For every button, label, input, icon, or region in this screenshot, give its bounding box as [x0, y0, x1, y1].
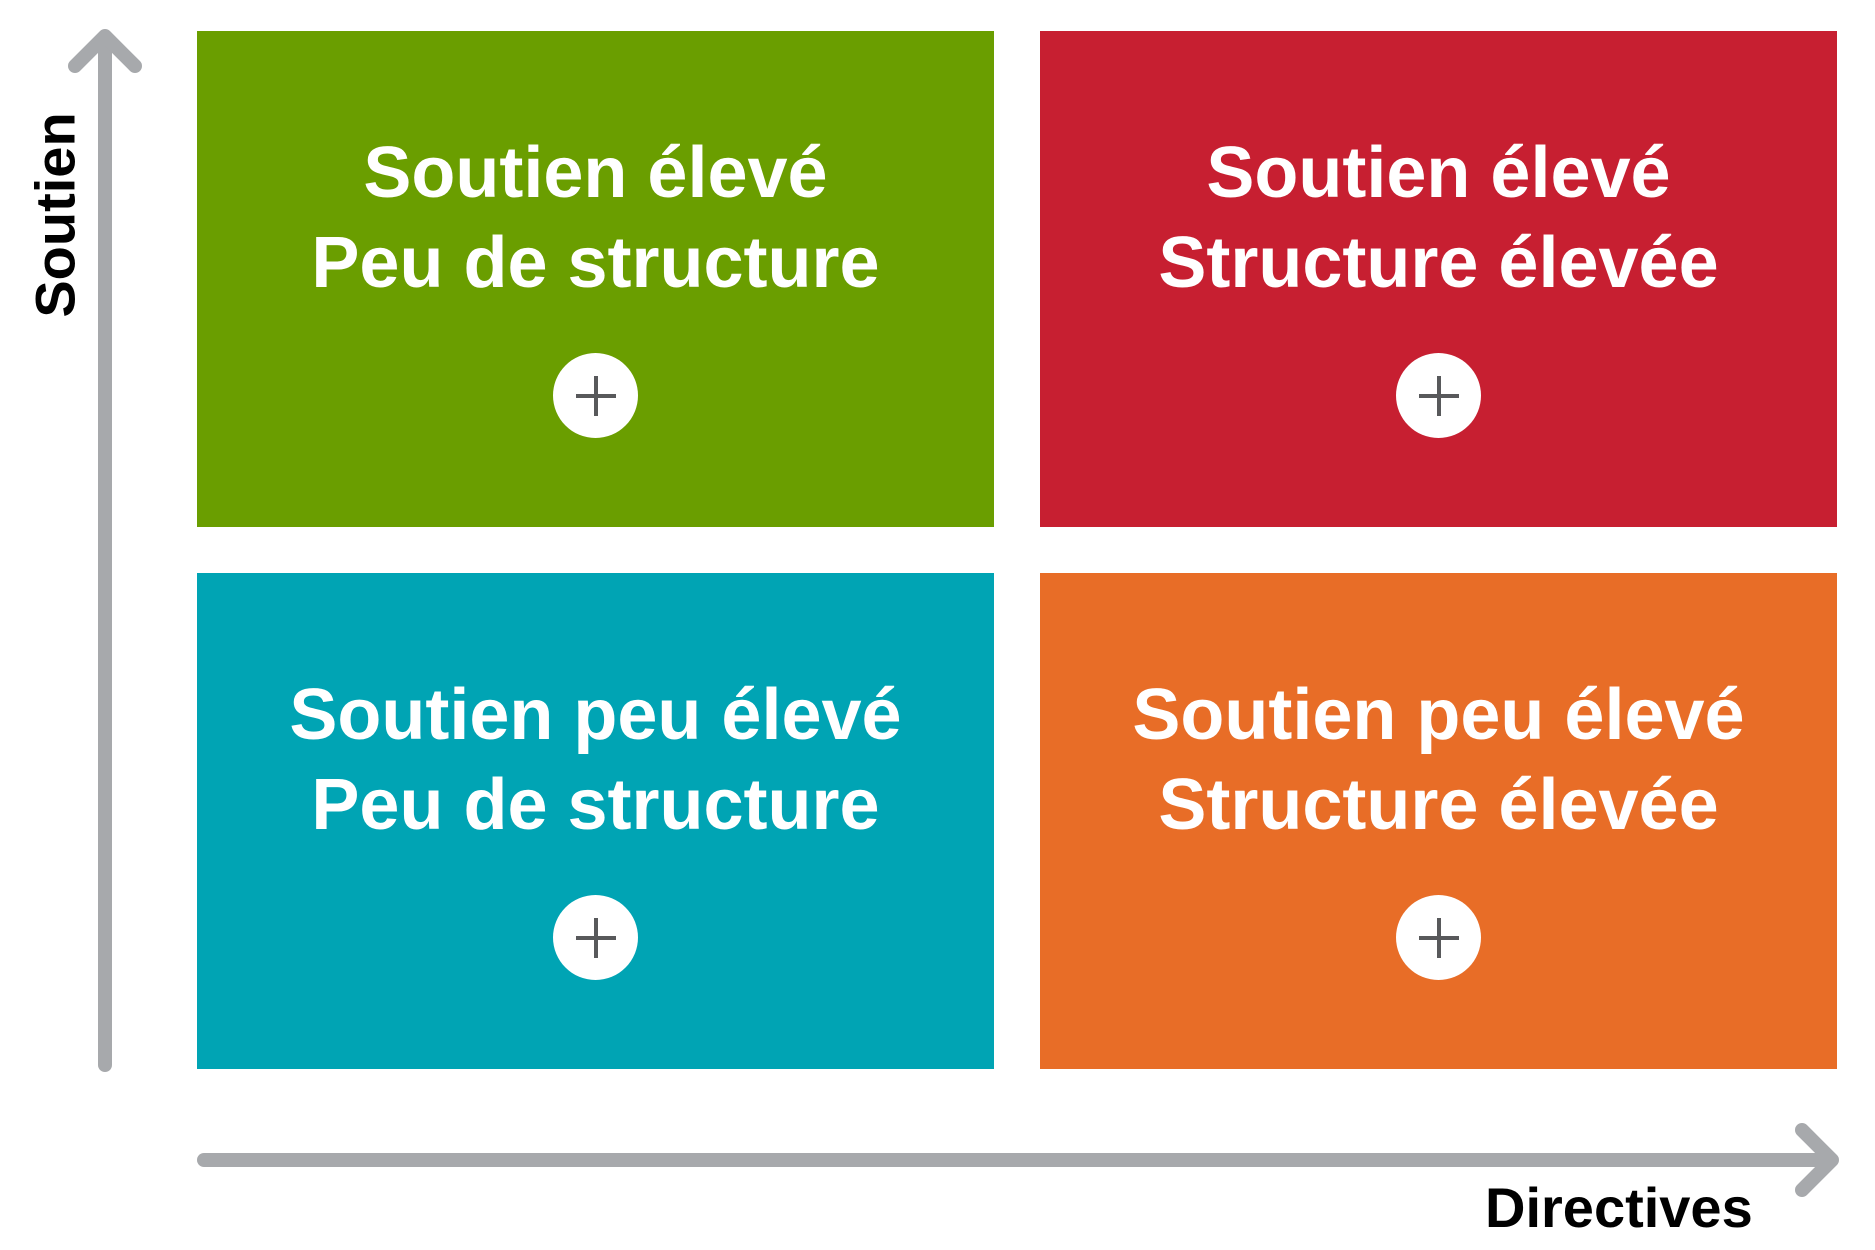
- quadrant-high-support-low-structure: Soutien élevé Peu de structure: [197, 31, 994, 527]
- plus-icon[interactable]: [1396, 895, 1481, 980]
- plus-icon[interactable]: [1396, 353, 1481, 438]
- quadrant-label: Soutien élevé Structure élevée: [1158, 128, 1718, 308]
- y-axis-label: Soutien: [23, 112, 87, 318]
- y-axis-arrow: [68, 29, 142, 1072]
- quadrant-label-line2: Structure élevée: [1158, 765, 1719, 845]
- quadrant-label-line2: Peu de structure: [311, 223, 880, 303]
- quadrant-low-support-high-structure: Soutien peu élevé Structure élevée: [1040, 573, 1837, 1069]
- plus-icon[interactable]: [553, 895, 638, 980]
- x-axis-arrow: [197, 1123, 1839, 1197]
- quadrant-label-line1: Soutien peu élevé: [1132, 675, 1745, 755]
- quadrant-label-line2: Peu de structure: [311, 765, 880, 845]
- quadrant-label: Soutien élevé Peu de structure: [311, 128, 879, 308]
- x-axis-label: Directives: [1485, 1176, 1753, 1239]
- quadrant-label: Soutien peu élevé Structure élevée: [1132, 670, 1744, 850]
- quadrant-label-line1: Soutien élevé: [1206, 133, 1671, 213]
- plus-icon[interactable]: [553, 353, 638, 438]
- quadrant-label-line2: Structure élevée: [1158, 223, 1719, 303]
- quadrant-label-line1: Soutien peu élevé: [289, 675, 902, 755]
- quadrant-label: Soutien peu élevé Peu de structure: [289, 670, 901, 850]
- quadrant-low-support-low-structure: Soutien peu élevé Peu de structure: [197, 573, 994, 1069]
- quadrant-label-line1: Soutien élevé: [363, 133, 828, 213]
- quadrant-high-support-high-structure: Soutien élevé Structure élevée: [1040, 31, 1837, 527]
